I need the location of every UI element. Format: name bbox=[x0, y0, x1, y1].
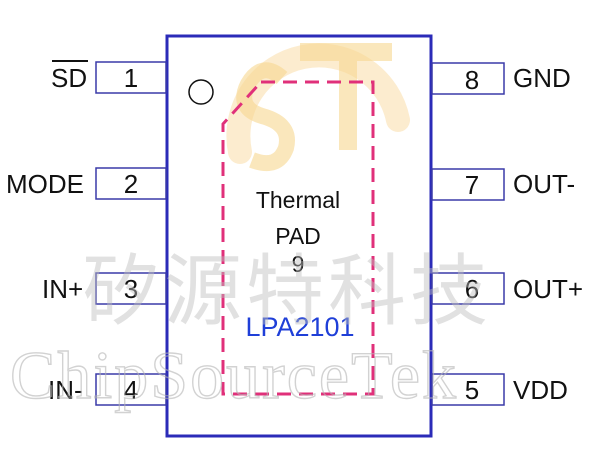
pin-1-number: 1 bbox=[124, 63, 138, 93]
right-pins: 8 7 6 5 GND OUT- OUT+ VDD bbox=[431, 62, 583, 406]
pin1-dot-icon bbox=[188, 79, 214, 105]
pin-8-label: GND bbox=[513, 63, 571, 93]
pin-4-box bbox=[95, 373, 167, 406]
pin-2-box bbox=[95, 167, 167, 200]
watermark-chinese: 矽源特科技 bbox=[82, 247, 492, 337]
pin-4-label: IN- bbox=[48, 375, 83, 405]
thermal-pad-outline bbox=[221, 80, 375, 396]
part-number: LPA2101 bbox=[245, 312, 354, 342]
pin-5-label: VDD bbox=[513, 375, 568, 405]
pin-8-box bbox=[431, 62, 505, 95]
thermal-pad-subtitle: PAD bbox=[275, 223, 321, 249]
watermark-english: ChipSourceTek bbox=[10, 337, 458, 413]
pin-6-number: 6 bbox=[465, 274, 479, 304]
pin-3-number: 3 bbox=[124, 274, 138, 304]
pin-8-number: 8 bbox=[465, 65, 479, 95]
pin-1-box bbox=[95, 61, 167, 94]
cst-logo-icon bbox=[226, 43, 410, 171]
pin-2-number: 2 bbox=[124, 169, 138, 199]
left-pins: 1 2 3 4 SD MODE IN+ IN- bbox=[6, 60, 167, 406]
pin-5-number: 5 bbox=[465, 375, 479, 405]
pin-7-label: OUT- bbox=[513, 169, 575, 199]
pin-3-label: IN+ bbox=[42, 274, 83, 304]
pin-7-number: 7 bbox=[465, 170, 479, 200]
pin-4-number: 4 bbox=[124, 375, 138, 405]
thermal-pad-pin-number: 9 bbox=[292, 251, 305, 277]
chip-body bbox=[165, 34, 433, 438]
pin-7-box bbox=[431, 168, 505, 201]
pin-2-label: MODE bbox=[6, 169, 84, 199]
pin-5-box bbox=[431, 373, 505, 406]
pin-6-box bbox=[431, 272, 505, 305]
pin-3-box bbox=[95, 272, 167, 305]
thermal-pad-title: Thermal bbox=[256, 187, 340, 213]
pin-1-label: SD bbox=[51, 63, 87, 93]
pin-6-label: OUT+ bbox=[513, 274, 583, 304]
